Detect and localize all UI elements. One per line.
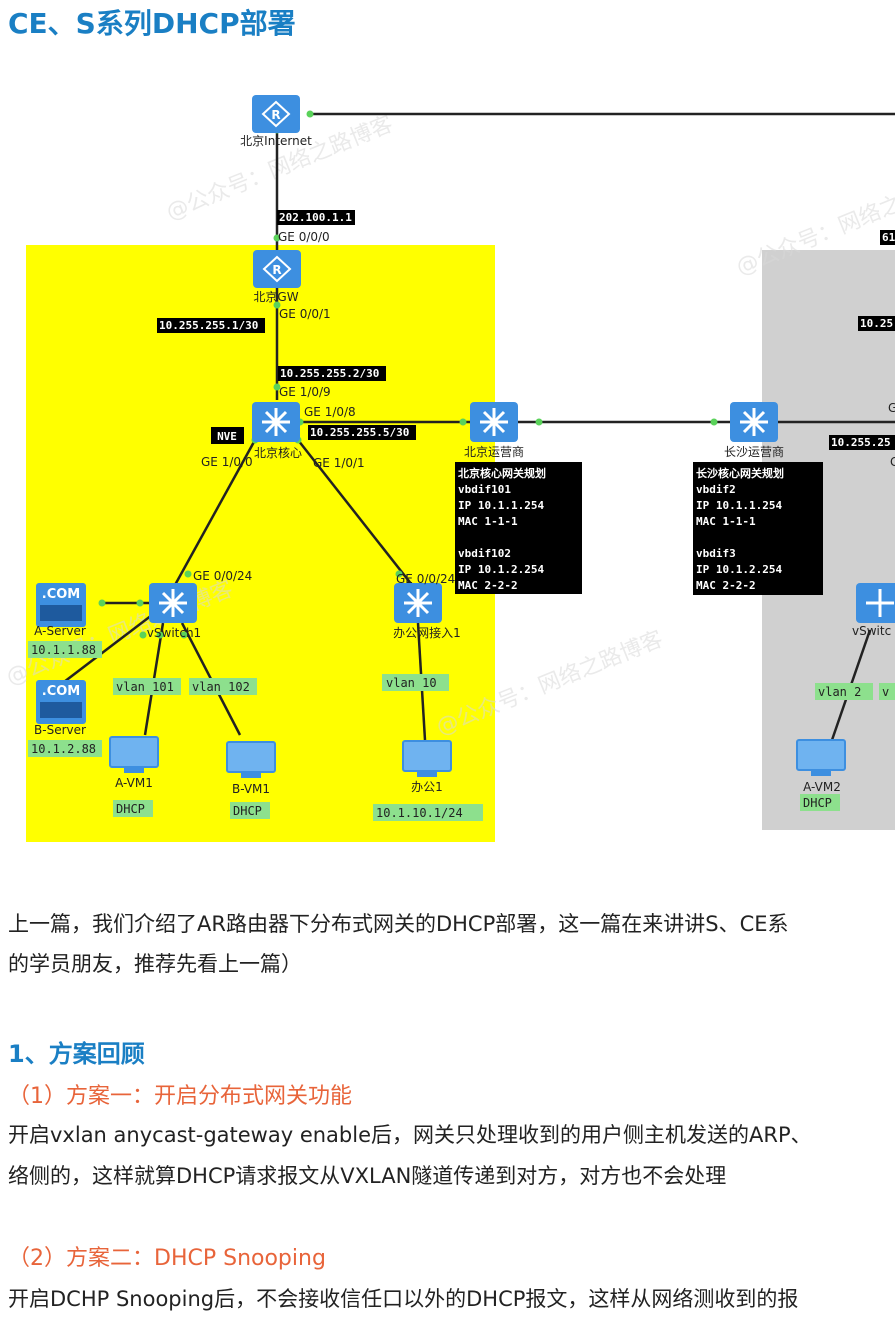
svg-text:MAC 1-1-1: MAC 1-1-1: [458, 515, 518, 528]
svg-text:GE 1/0/9: GE 1/0/9: [279, 385, 331, 399]
office-access-switch-icon: [394, 583, 442, 623]
pc-icon-a-vm1: [109, 736, 159, 773]
svg-text:10.255.25: 10.255.25: [831, 436, 891, 449]
bj-operator-switch-icon: [470, 402, 518, 442]
links: [59, 112, 895, 741]
svg-text:G: G: [888, 401, 895, 415]
svg-text:GE 0/0/0: GE 0/0/0: [278, 230, 330, 244]
device-label-bj-internet: 北京Internet: [240, 134, 312, 148]
device-label-bj-op: 北京运营商: [464, 444, 524, 459]
svg-text:GE 0/0/1: GE 0/0/1: [279, 307, 331, 321]
svg-text:vbdif3: vbdif3: [696, 547, 736, 560]
device-label-bj-core: 北京核心: [254, 446, 302, 460]
intro-paragraph-line1: 上一篇，我们介绍了AR路由器下分布式网关的DHCP部署，这一篇在来讲讲S、CE系: [8, 912, 789, 936]
svg-text:DHCP: DHCP: [803, 796, 832, 810]
pc-icon-a-vm2: [796, 739, 846, 776]
cs-operator-switch-icon: [730, 402, 778, 442]
svg-text:MAC 2-2-2: MAC 2-2-2: [696, 579, 756, 592]
device-label-a-server: A-Server: [34, 624, 86, 638]
svg-text:10.255.255.2/30: 10.255.255.2/30: [280, 367, 379, 380]
svg-text:DHCP: DHCP: [116, 802, 145, 816]
device-label-bj-gw: 北京GW: [253, 290, 298, 304]
svg-text:10.1.10.1/24: 10.1.10.1/24: [376, 806, 463, 820]
svg-text:GE 0/0/24: GE 0/0/24: [193, 569, 252, 583]
device-label-a-vm2: A-VM2: [803, 780, 841, 794]
device-label-b-server: B-Server: [34, 723, 86, 737]
svg-text:.COM: .COM: [42, 587, 80, 602]
svg-text:IP 10.1.1.254: IP 10.1.1.254: [696, 499, 782, 512]
svg-text:vlan 10: vlan 10: [386, 676, 437, 690]
device-label-b-vm1: B-VM1: [232, 782, 270, 796]
subheading-plan1: （1）方案一：开启分布式网关功能: [8, 1084, 352, 1109]
svg-text:vbdif101: vbdif101: [458, 483, 511, 496]
svg-text:北京核心网关规划: 北京核心网关规划: [458, 466, 546, 480]
section-heading-review: 1、方案回顾: [8, 1040, 145, 1068]
device-label-cs-op: 长沙运营商: [724, 444, 784, 459]
plan1-text-line2: 络侧的，这样就算DHCP请求报文从VXLAN隧道传递到对方，对方也不会处理: [8, 1164, 727, 1188]
svg-text:.COM: .COM: [42, 684, 80, 699]
core-switch-icon: [252, 402, 300, 442]
page-title: CE、S系列DHCP部署: [8, 7, 296, 40]
cs-core-gateway-plan: 长沙核心网关规划 vbdif2 IP 10.1.1.254 MAC 1-1-1 …: [693, 462, 823, 595]
a-server-icon: .COM: [36, 583, 86, 627]
svg-text:61: 61: [882, 231, 895, 244]
b-server-icon: .COM: [36, 680, 86, 724]
svg-text:vlan 101: vlan 101: [116, 680, 174, 694]
svg-text:10.255.255.1/30: 10.255.255.1/30: [159, 319, 258, 332]
svg-text:GE 0/0/24: GE 0/0/24: [396, 572, 455, 586]
router-icon-bj-gw: R: [253, 250, 301, 288]
vswitch1-icon: [149, 583, 197, 623]
svg-text:10.1.2.88: 10.1.2.88: [31, 742, 96, 756]
device-label-vswitch-right: vSwitc: [852, 624, 891, 638]
svg-text:R: R: [272, 263, 281, 277]
intro-paragraph-line2: 的学员朋友，推荐先看上一篇）: [8, 952, 302, 976]
svg-text:vbdif102: vbdif102: [458, 547, 511, 560]
pc-icon-b-vm1: [226, 741, 276, 778]
svg-text:MAC 1-1-1: MAC 1-1-1: [696, 515, 756, 528]
svg-text:长沙核心网关规划: 长沙核心网关规划: [696, 466, 784, 480]
svg-text:GE 1/0/1: GE 1/0/1: [313, 456, 365, 470]
subheading-plan2: （2）方案二：DHCP Snooping: [8, 1246, 326, 1271]
bj-core-gateway-plan: 北京核心网关规划 vbdif101 IP 10.1.1.254 MAC 1-1-…: [455, 462, 582, 594]
svg-text:IP 10.1.2.254: IP 10.1.2.254: [696, 563, 782, 576]
svg-text:G: G: [890, 455, 895, 469]
svg-text:IP 10.1.1.254: IP 10.1.1.254: [458, 499, 544, 512]
svg-text:vlan 2: vlan 2: [818, 685, 861, 699]
svg-text:IP 10.1.2.254: IP 10.1.2.254: [458, 563, 544, 576]
plan2-text-line1: 开启DCHP Snooping后，不会接收信任口以外的DHCP报文，这样从网络测…: [8, 1287, 799, 1311]
svg-text:10.255.255.5/30: 10.255.255.5/30: [310, 426, 409, 439]
svg-text:R: R: [271, 108, 280, 122]
svg-text:GE 1/0/8: GE 1/0/8: [304, 405, 356, 419]
device-label-office-access: 办公网接入1: [393, 625, 461, 640]
device-label-office1: 办公1: [411, 779, 443, 794]
svg-text:GE 1/0/0: GE 1/0/0: [201, 455, 253, 469]
plan1-text-line1: 开启vxlan anycast-gateway enable后，网关只处理收到的…: [8, 1123, 812, 1147]
svg-text:MAC 2-2-2: MAC 2-2-2: [458, 579, 518, 592]
svg-text:vlan 102: vlan 102: [192, 680, 250, 694]
right-vswitch-icon: [856, 583, 895, 623]
svg-text:202.100.1.1: 202.100.1.1: [279, 211, 352, 224]
green-tags: 10.1.1.88 10.1.2.88 vlan 101 vlan 102 vl…: [28, 641, 895, 821]
port-labels: 202.100.1.1 GE 0/0/0 GE 0/0/1 10.255.255…: [157, 210, 895, 586]
svg-text:vbdif2: vbdif2: [696, 483, 736, 496]
svg-text:10.25: 10.25: [860, 317, 893, 330]
svg-text:v: v: [882, 685, 889, 699]
pc-icon-office1: [402, 740, 452, 777]
network-topology-diagram: @公众号：网络之路博客 @公众号：网络之路博客 @公众号：网络之路博客 @公众号…: [3, 95, 895, 842]
device-label-vswitch1: vSwitch1: [147, 626, 201, 640]
svg-text:DHCP: DHCP: [233, 804, 262, 818]
router-icon-bj-internet: R: [252, 95, 300, 133]
device-label-a-vm1: A-VM1: [115, 776, 153, 790]
svg-text:10.1.1.88: 10.1.1.88: [31, 643, 96, 657]
nve-tag: NVE: [217, 430, 237, 443]
